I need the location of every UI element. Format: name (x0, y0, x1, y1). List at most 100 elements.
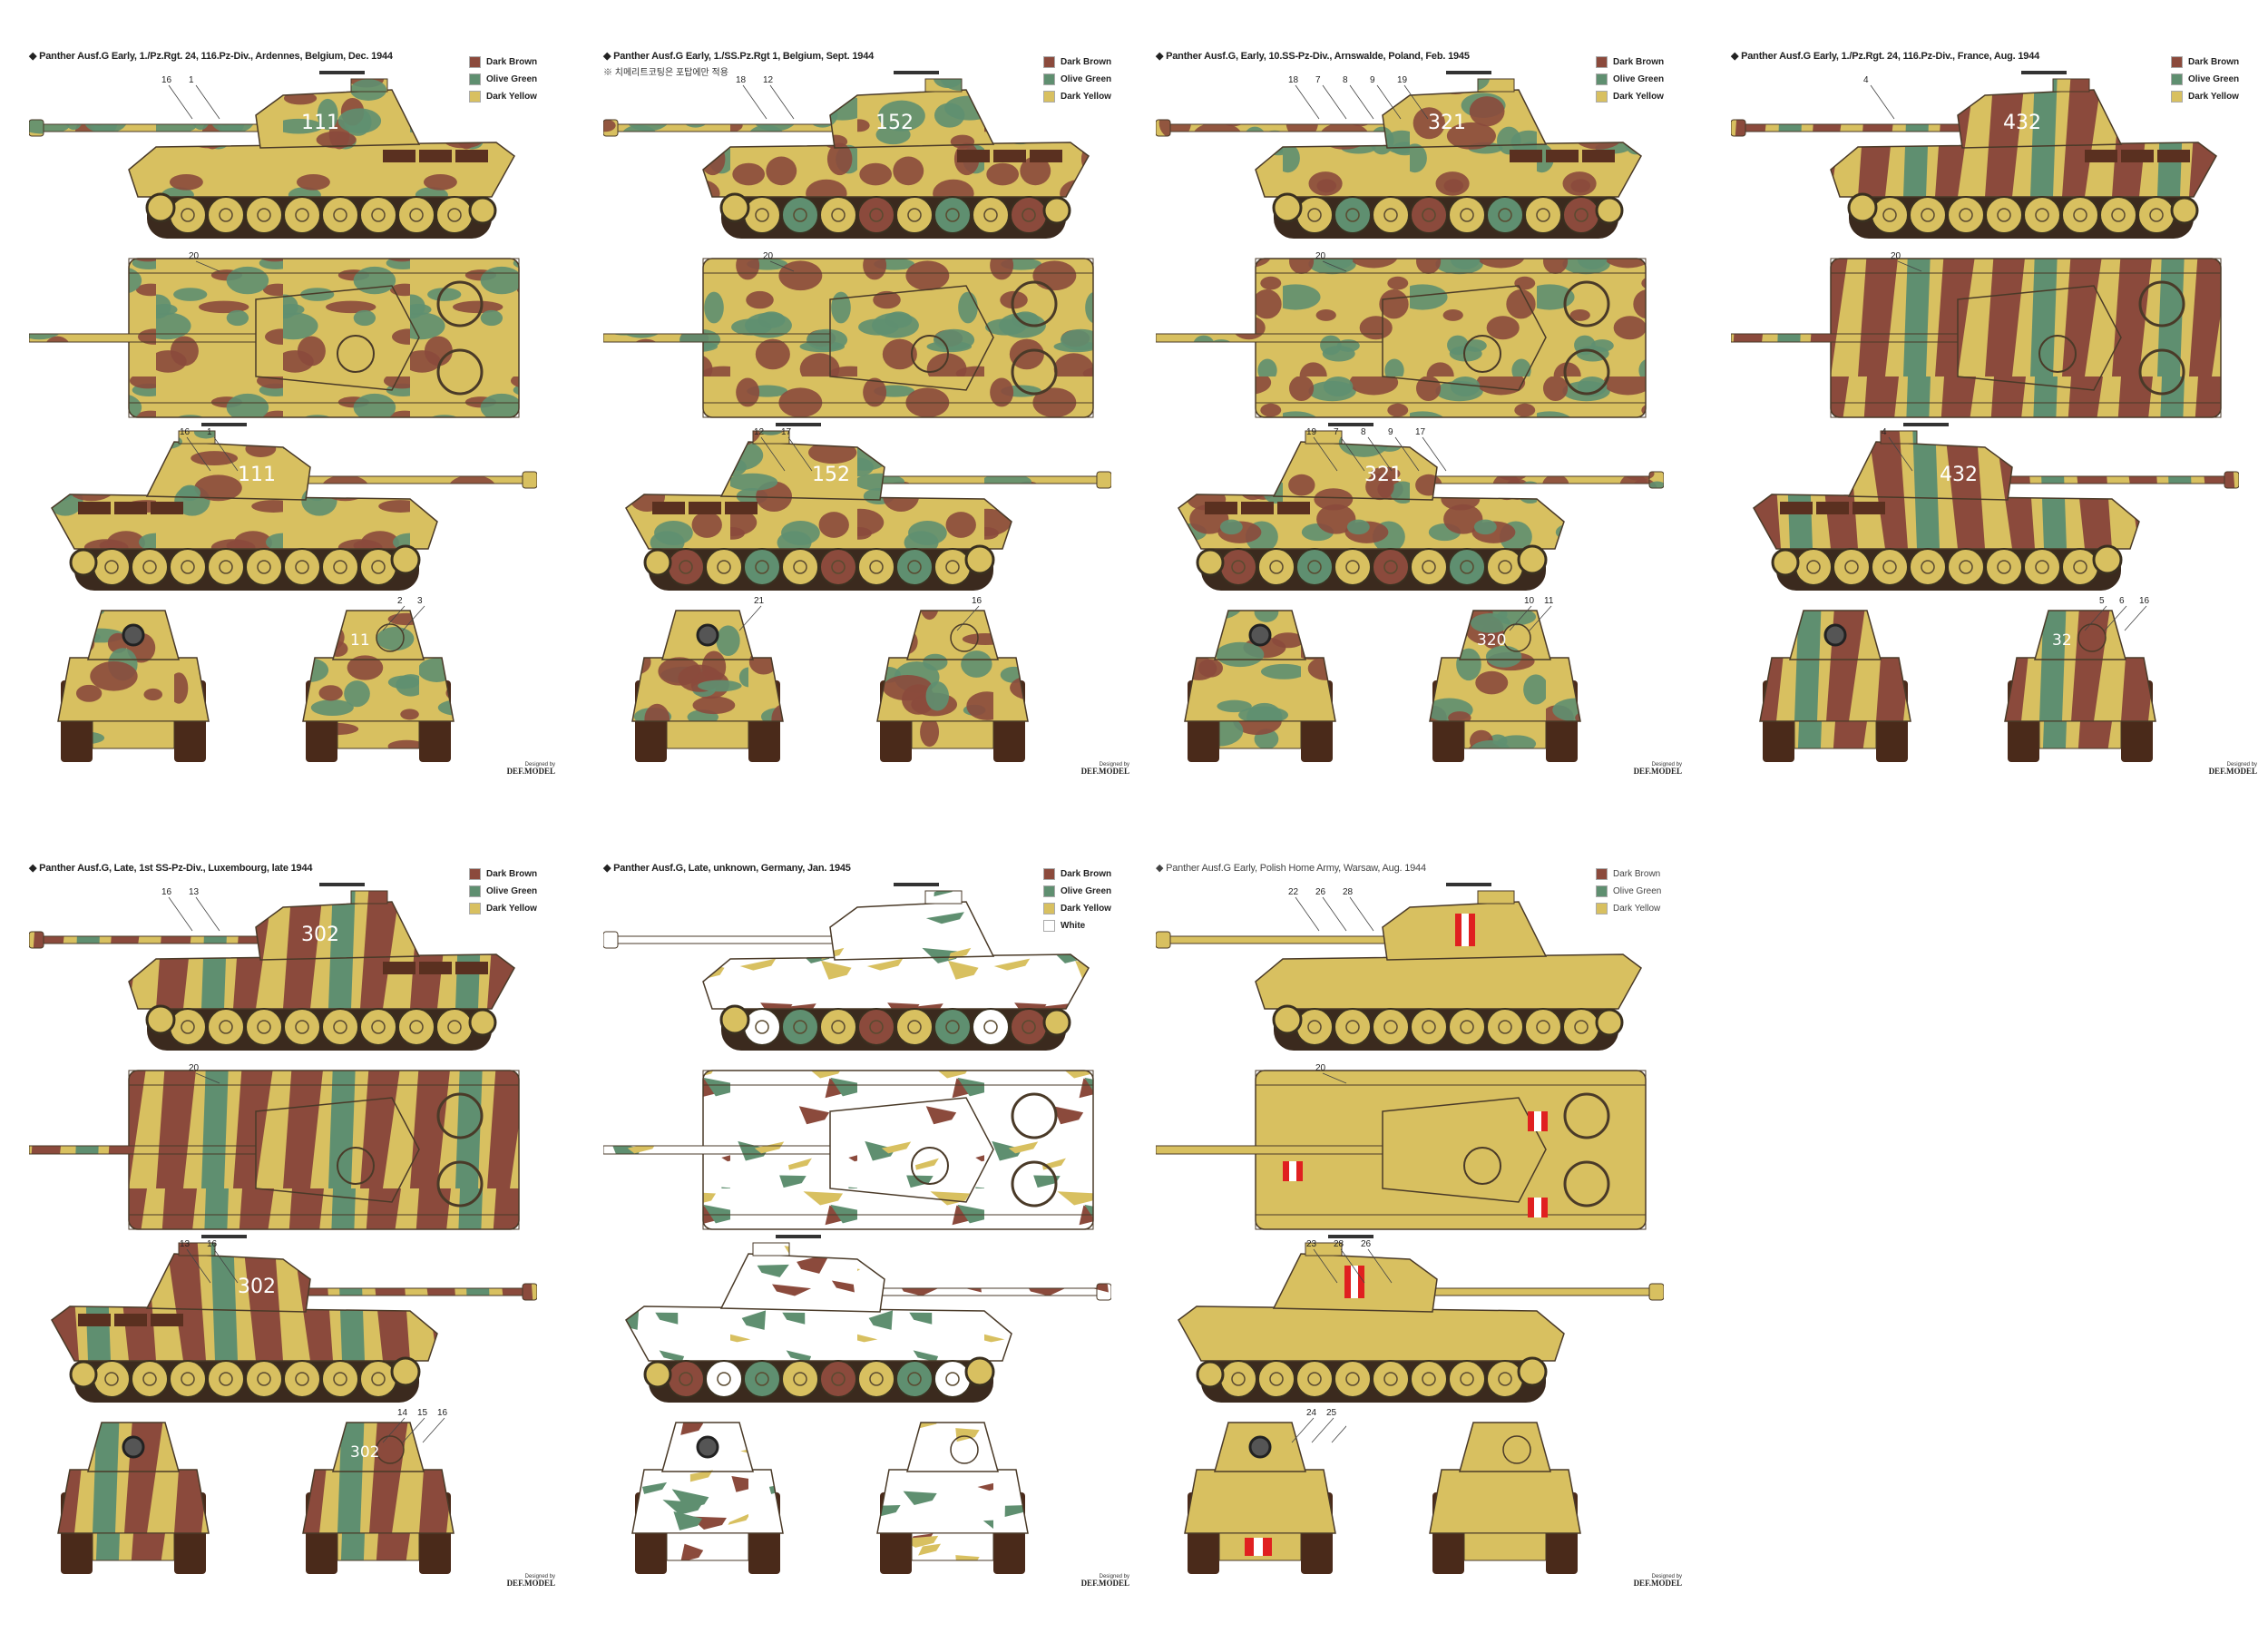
wheel-hub (1345, 560, 1360, 574)
muzzle-brake (1648, 1283, 1664, 1301)
road-wheel (169, 1360, 207, 1398)
callout-number: 17 (781, 427, 792, 437)
wheel-hub (755, 208, 769, 222)
road-wheel (934, 548, 972, 586)
front-view: 242527 (1184, 1408, 1346, 1574)
road-wheel (1794, 548, 1833, 586)
color-swatch (1043, 91, 1055, 103)
logo-line2: DEF.MODEL (506, 1579, 555, 1588)
scheme-title: ◆ Panther Ausf.G Early, Polish Home Army… (1156, 863, 1426, 874)
cupola (350, 78, 388, 93)
road-wheel (743, 196, 781, 234)
wheel-hub (907, 560, 922, 574)
wheel-hub (1959, 560, 1973, 574)
callout-leader-line (1322, 1072, 1347, 1084)
polish-flag-stripe (1254, 1538, 1263, 1556)
scheme-title: ◆ Panther Ausf.G Early, 1./Pz.Rgt. 24, 1… (29, 51, 393, 62)
road-wheel (1448, 1360, 1486, 1398)
callout-leader-line (1403, 84, 1429, 120)
track-fender (702, 402, 1094, 418)
top-view: 20 (1156, 251, 1647, 418)
road-wheel (1295, 1360, 1334, 1398)
road-wheel (245, 1008, 283, 1046)
wheel-hub (1574, 208, 1589, 222)
tactical-number: 152 (812, 464, 850, 486)
idler-wheel (69, 548, 98, 577)
tactical-number: 302 (350, 1443, 379, 1462)
wheel-hub (371, 208, 386, 222)
legend-label: Dark Brown (486, 57, 538, 67)
track-fender (128, 258, 520, 274)
wheel-hub (371, 560, 386, 574)
callout-number: 21 (754, 596, 765, 606)
road-wheel (1219, 1360, 1257, 1398)
road-wheel (2061, 548, 2099, 586)
road-wheel (1257, 548, 1295, 586)
callout-leader-line (1509, 605, 1532, 631)
drive-sprocket (145, 1004, 176, 1035)
wheel-hub (831, 208, 846, 222)
road-wheel (743, 1008, 781, 1046)
wheel-hub (1345, 208, 1360, 222)
callout-leader-line (168, 84, 193, 120)
callout-number: 16 (207, 1239, 218, 1249)
wheel-hub (1498, 1020, 1512, 1034)
hull-end (1759, 657, 1911, 722)
color-swatch (1043, 868, 1055, 880)
turret-end (2034, 610, 2126, 660)
wheel-hub (1460, 208, 1474, 222)
legend-item: Dark Brown (469, 54, 537, 71)
wheel-hub (1422, 1372, 1436, 1386)
turret-end (1459, 610, 1551, 660)
callout-number: 1 (189, 75, 194, 85)
road-wheel (359, 548, 397, 586)
hull (1255, 142, 1642, 198)
escape-hatch (950, 623, 979, 652)
road-wheel (1334, 196, 1372, 234)
legend-item: Dark Brown (1596, 54, 1664, 71)
camouflage-scheme-panel: ◆ Panther Ausf.G, Late, 1st SS-Pz-Div., … (29, 862, 555, 1588)
escape-hatch (950, 1435, 979, 1464)
turret (1957, 89, 2123, 149)
wheel-hub (869, 1372, 884, 1386)
wheel-hub (181, 560, 195, 574)
wheel-hub (831, 1372, 846, 1386)
lower-plate (911, 720, 994, 749)
wheel-hub (679, 1372, 693, 1386)
machine-gun (776, 423, 821, 426)
road-wheel (934, 1008, 972, 1046)
color-swatch (1596, 73, 1608, 85)
callout-number: 13 (189, 887, 200, 897)
callout-leader-line (1340, 1248, 1365, 1284)
wheel-hub (793, 560, 807, 574)
wheel-hub (1806, 560, 1821, 574)
hull-end (57, 1469, 210, 1534)
turret-end (332, 1422, 425, 1472)
machine-gun (319, 883, 365, 886)
legend-label: Dark Yellow (486, 92, 537, 102)
cupola (1477, 78, 1515, 93)
cupola (924, 890, 963, 905)
cupola (1463, 335, 1501, 373)
road-wheel (667, 548, 705, 586)
callout-number: 18 (736, 75, 747, 85)
side-view-right (625, 1235, 1111, 1403)
lower-plate (92, 720, 175, 749)
track-links-stowed (1030, 150, 1062, 162)
scheme-title: ◆ Panther Ausf.G, Late, unknown, Germany… (603, 863, 851, 874)
road-wheel (705, 1360, 743, 1398)
road-wheel (1010, 1008, 1048, 1046)
callout-number: 8 (1343, 75, 1348, 85)
logo-line2: DEF.MODEL (1633, 1579, 1682, 1588)
track-fender (128, 1214, 520, 1230)
road-wheel (1486, 548, 1524, 586)
legend-label: Dark Brown (1061, 57, 1112, 67)
drive-sprocket (2092, 544, 2123, 575)
engine-fan (436, 1092, 484, 1139)
color-swatch (469, 885, 481, 897)
hull-end (302, 1469, 455, 1534)
lower-plate (337, 1532, 420, 1561)
color-swatch (469, 73, 481, 85)
